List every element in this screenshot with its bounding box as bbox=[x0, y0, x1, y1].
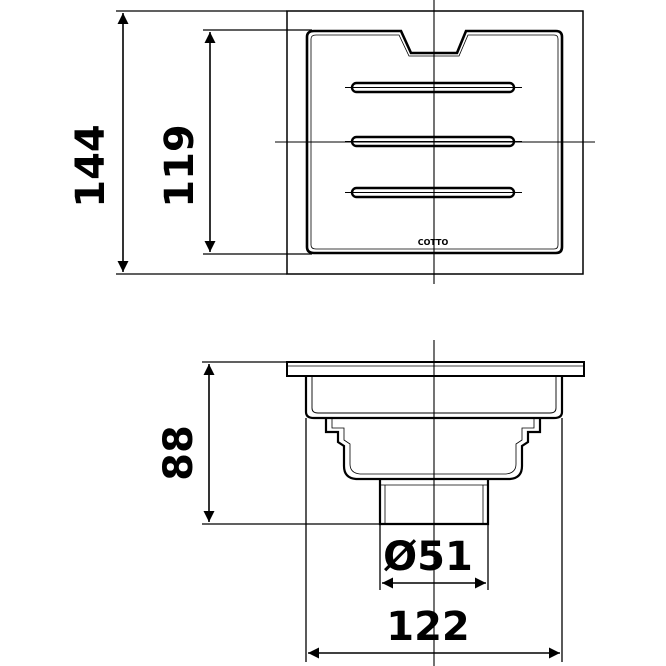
top-view: COTTO 144 119 bbox=[68, 0, 595, 284]
trap-cup bbox=[324, 418, 542, 481]
side-view: 88 Ø51 122 bbox=[156, 340, 585, 666]
dimension-label-height: 88 bbox=[156, 425, 202, 481]
brand-label: COTTO bbox=[418, 238, 449, 247]
dimension-label-grate-height: 119 bbox=[157, 124, 203, 208]
dimension-label-outlet-diameter: Ø51 bbox=[383, 534, 473, 580]
dimension-label-outer-height: 144 bbox=[68, 124, 114, 208]
trap-cup-inner bbox=[331, 418, 535, 475]
flange-plate bbox=[286, 361, 585, 377]
grate-plate bbox=[305, 29, 564, 255]
dimension-label-flange-width: 122 bbox=[386, 604, 470, 650]
grate-inner-outline bbox=[310, 34, 559, 250]
